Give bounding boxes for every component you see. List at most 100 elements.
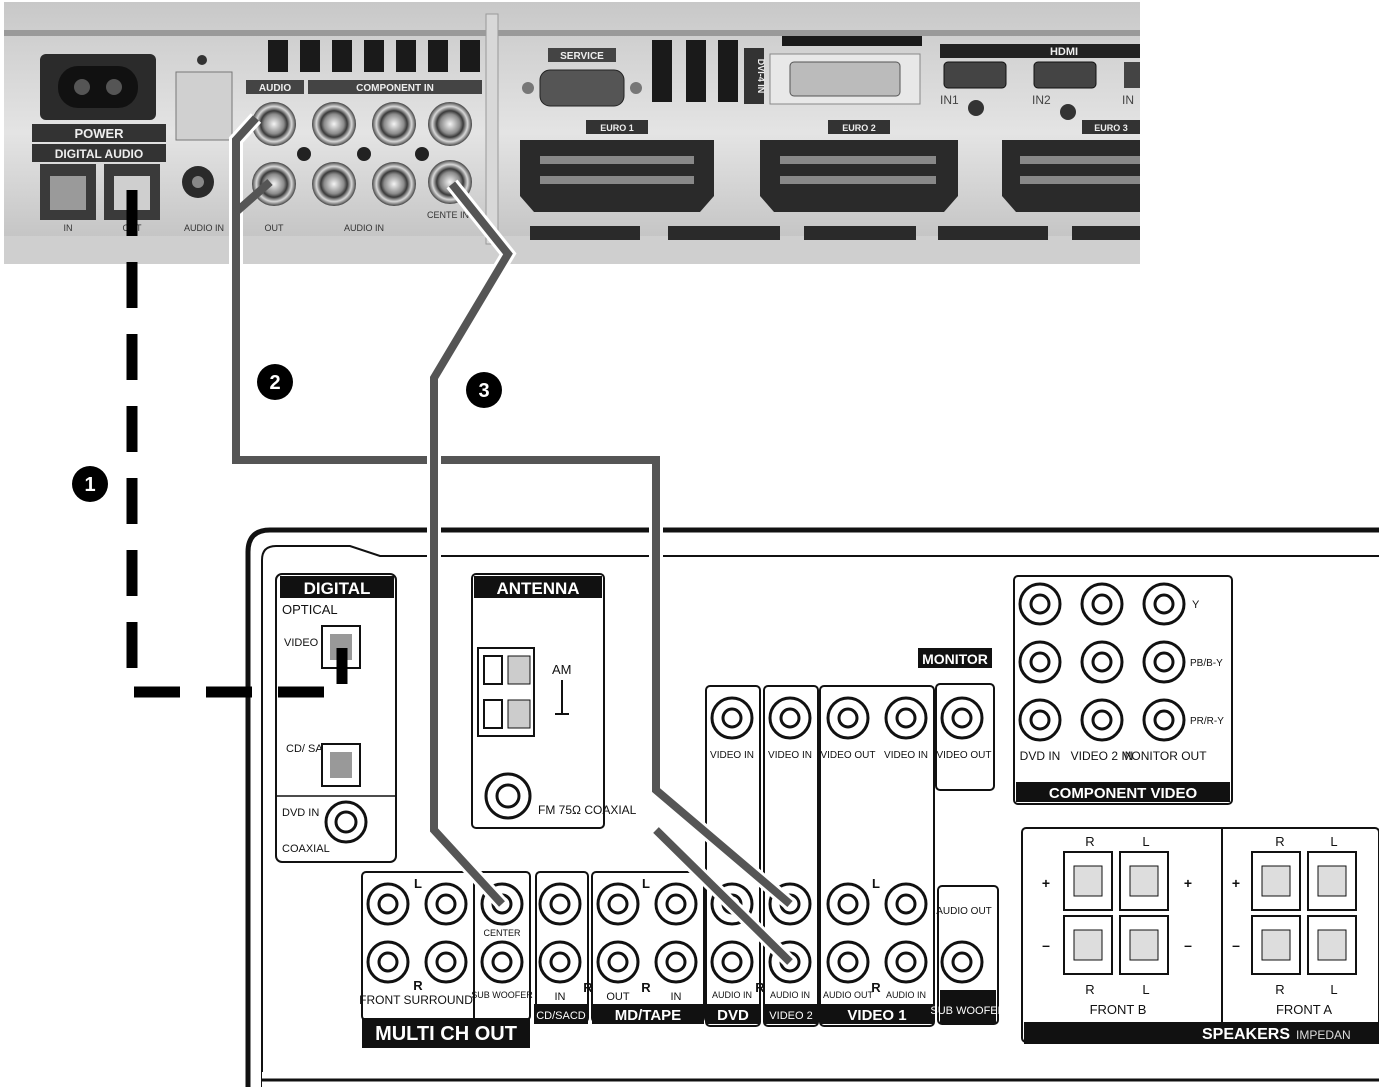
cables [126,113,795,967]
md-tape-title: MD/TAPE [615,1007,681,1024]
tv-rear-panel: POWER DIGITAL AUDIO IN OUT AUDIO IN AUDI… [4,2,1140,264]
monitor-video-out-label: VIDEO OUT [936,750,991,761]
front-a-label: FRONT A [1276,1002,1332,1017]
md-tape-in-text: IN [671,991,682,1003]
front-a-minus: – [1232,937,1240,953]
multi-ch-r-mark: R [413,978,423,993]
comp-pr-label: PR/R-Y [1190,716,1224,727]
front-b-r-top: R [1085,834,1094,849]
optical-cd-sacd-port[interactable] [321,743,361,787]
video-in-label-video1: VIDEO IN [884,750,928,761]
tv-audio-out-label: OUT [265,223,285,233]
am-label: AM [552,662,572,677]
optical-label: OPTICAL [282,602,338,617]
comp-video2-in-label: VIDEO 2 IN [1071,749,1134,763]
front-b-l-top: L [1142,834,1149,849]
front-a-plus: + [1232,875,1240,891]
dvd-title: DVD [717,1007,749,1024]
front-b-minus-left: – [1042,937,1050,953]
tv-top-pins [268,36,922,102]
callout-3: 3 [466,372,502,408]
impedance-label: IMPEDAN [1296,1028,1351,1042]
subwoofer-jack[interactable] [940,940,984,984]
antenna-title: ANTENNA [496,579,579,598]
callout-2-number: 2 [269,372,280,394]
tv-component-in-label: COMPONENT IN [356,83,434,94]
fm-label: FM 75Ω COAXIAL [538,803,637,817]
comp-monitor-out-label: MONITOR OUT [1121,749,1207,763]
tv-dvi-label: DVI-4 IN [756,59,766,94]
front-b-minus-right: – [1184,937,1192,953]
md-tape-r-mark: R [641,980,651,995]
tv-service-label: SERVICE [560,51,604,62]
front-b-plus-right: + [1184,875,1192,891]
tv-power-label: POWER [74,126,124,141]
video1-audio-in-text: AUDIO IN [886,990,926,1000]
callout-1-number: 1 [84,474,95,496]
tv-service-port [539,69,625,107]
sub-woofer-title: SUB WOOFER [930,1005,1005,1017]
video-out-label-video1: VIDEO OUT [820,750,875,761]
tv-panel-background [4,2,1140,264]
center-cable-3 [427,179,517,909]
front-a-r-top: R [1275,834,1284,849]
video1-audio-out-text: AUDIO OUT [823,990,874,1000]
front-b-r-bottom: R [1085,982,1094,997]
component-video-jacks[interactable] [1018,582,1186,742]
tv-audio-in-label: AUDIO IN [184,223,224,233]
tv-power-socket [40,54,156,120]
digital-title: DIGITAL [304,579,371,598]
speaker-terminals-front-a[interactable] [1251,851,1357,975]
dvd-in-label: DVD IN [282,807,319,819]
tv-euro2-label: EURO 2 [842,123,876,133]
video-in-label-video2: VIDEO IN [768,750,812,761]
receiver-rear-panel: DIGITAL OPTICAL VIDEO 2 IN CD/ SACD IN D… [245,527,1379,1087]
fm-coaxial-jack[interactable] [484,772,532,820]
front-a-r-bottom: R [1275,982,1284,997]
cd-sacd-in-text: IN [555,991,566,1003]
video1-r-mark: R [871,980,881,995]
monitor-title: MONITOR [922,651,988,667]
tv-digital-in-label: IN [64,223,73,233]
front-b-label: FRONT B [1090,1002,1147,1017]
front-a-l-bottom: L [1330,982,1337,997]
tv-digital-audio-label: DIGITAL AUDIO [55,147,143,161]
cd-sacd-title: CD/SACD [536,1010,586,1022]
coaxial-dvd-jack[interactable] [324,800,368,844]
video-in-label-dvd: VIDEO IN [710,750,754,761]
tv-hdmi-in2-port [1033,61,1097,89]
tv-component-audio-in-label: AUDIO IN [344,223,384,233]
dvd-r-mark: R [755,980,765,995]
tv-hdmi-in1-port [943,61,1007,89]
comp-dvd-in-label: DVD IN [1020,749,1061,763]
speakers-title: SPEAKERS [1202,1026,1290,1043]
sub-woofer-label: SUB WOOFER [471,990,533,1000]
callout-2: 2 [257,364,293,400]
multi-ch-jacks[interactable] [366,882,524,984]
md-tape-l-mark: L [642,876,650,891]
video2-audio-in-text: AUDIO IN [770,990,810,1000]
tv-euro3-label: EURO 3 [1094,123,1128,133]
tv-vent-strips [530,226,1140,240]
video-jacks[interactable] [710,696,984,740]
tv-hdmi-in1-label: IN1 [940,93,959,107]
multi-ch-out-title: MULTI CH OUT [375,1023,517,1045]
center-label: CENTER [483,928,521,938]
comp-y-label: Y [1192,599,1200,611]
sub-audio-out-label: AUDIO OUT [936,906,992,917]
md-tape-out-text: OUT [606,991,630,1003]
tv-euro1-label: EURO 1 [600,123,634,133]
component-video-title: COMPONENT VIDEO [1049,785,1198,802]
tv-rca-jacks [252,102,472,206]
video1-l-mark: L [872,876,880,891]
front-b-l-bottom: L [1142,982,1149,997]
video2-title: VIDEO 2 [769,1010,812,1022]
callout-3-number: 3 [478,380,489,402]
front-b-plus-left: + [1042,875,1050,891]
cd-sacd-r-mark: R [583,980,593,995]
tv-hdmi-in2-label: IN2 [1032,93,1051,107]
tv-hdmi-label: HDMI [1050,46,1078,58]
speaker-terminals-front-b[interactable] [1063,851,1169,975]
optical-cable-1 [126,190,348,698]
